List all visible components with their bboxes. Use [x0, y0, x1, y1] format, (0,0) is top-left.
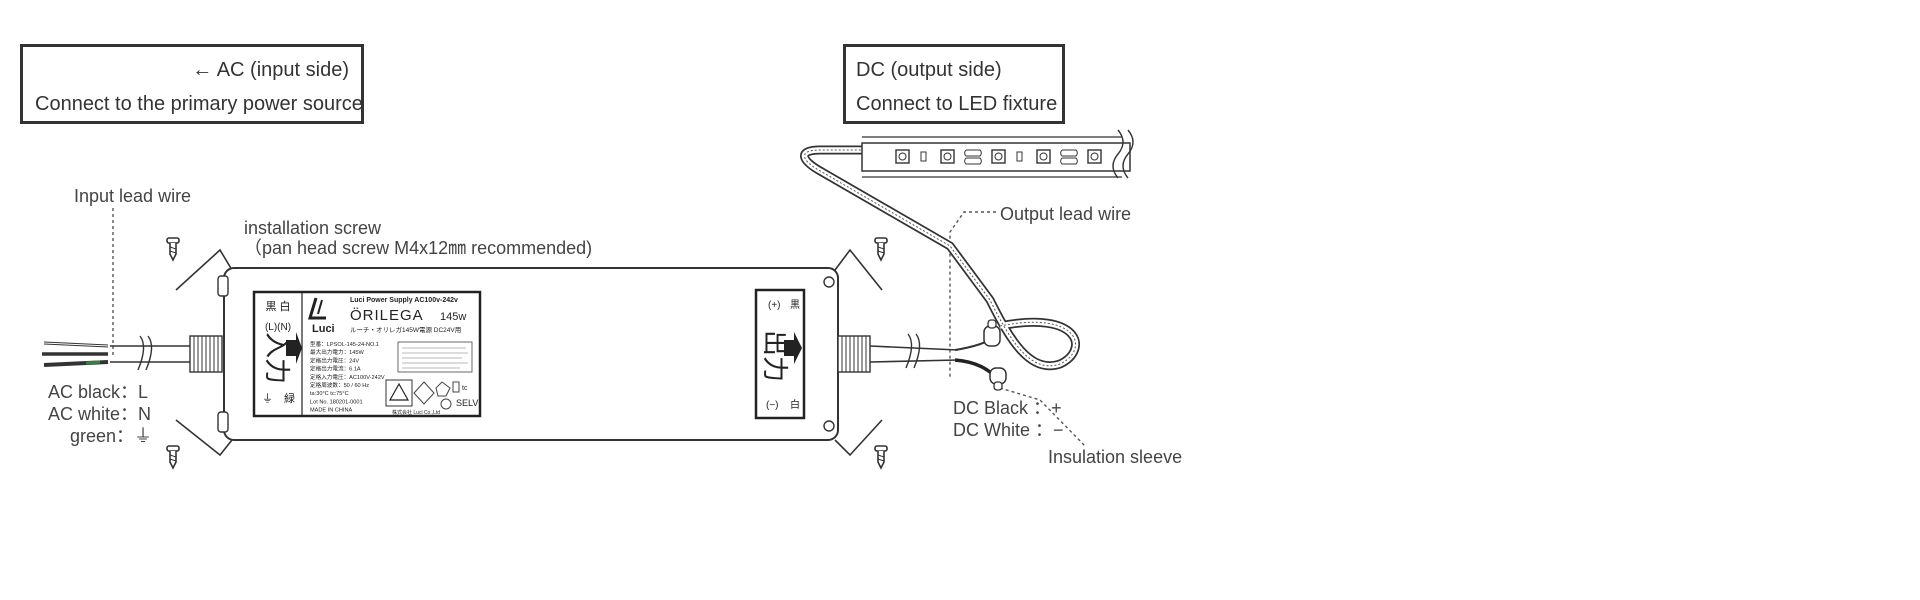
ac-box-description: Connect to the primary power source — [35, 93, 363, 115]
luci-logo-icon — [307, 297, 326, 320]
insulation-sleeve-leader-line — [999, 387, 1086, 447]
product-name: ÖRILEGA — [350, 306, 424, 324]
insulation-sleeve-label: Insulation sleeve — [1048, 447, 1183, 467]
solder-pad — [1060, 149, 1078, 165]
fuse-mark-icon — [452, 381, 460, 393]
mounting-bracket-bottom-left — [175, 419, 233, 457]
input-kanji: 入力 — [262, 332, 292, 384]
selv-mark: SELV — [456, 398, 478, 408]
output-label-plate: (+) 黒 出力 (−) 白 — [754, 288, 806, 420]
led-strip — [861, 129, 1134, 179]
mounting-bracket-top-left — [175, 248, 233, 291]
mounting-bracket-bottom-right — [834, 419, 883, 457]
ac-input-callout: ← AC (input side) Connect to the primary… — [20, 44, 364, 124]
spec-line: 定格入力電圧：AC100V-242V — [310, 373, 385, 381]
ac-box-title-text: AC (input side) — [216, 59, 349, 81]
input-ln-mark: (L)(N) — [265, 322, 291, 333]
insulation-sleeve-top — [983, 325, 1001, 347]
mounting-bracket-top-right — [834, 248, 883, 291]
output-lead-wire-label: Output lead wire — [1000, 204, 1132, 224]
ground-kanji: 緑 — [284, 391, 295, 405]
installation-screw-icon-bottom-right — [874, 445, 888, 469]
output-lead-wire — [800, 145, 1080, 371]
input-lead-wire-label: Input lead wire — [74, 186, 192, 206]
dc-white-label: DC White ：− — [953, 420, 1064, 440]
safety-notice-box — [397, 341, 473, 373]
ac-white-label: AC white：N — [48, 404, 152, 424]
spec-line: Lot No. 180201-0001 — [310, 399, 363, 405]
input-wire-colors: 黒 白 — [265, 299, 290, 313]
led-chip — [1087, 149, 1102, 164]
pse-mark-icon — [413, 381, 435, 405]
spec-list: 型番：LPSOL-145-24-NO.1最大出力電力：145W定格出力電圧：24… — [310, 340, 385, 414]
dc-output-callout: DC (output side) Connect to LED fixture — [843, 44, 1065, 124]
ground-green-label: green：⏚ — [70, 426, 153, 446]
spec-line: ta:30°C tc:75°C — [310, 391, 349, 397]
resistor-chip — [1016, 151, 1023, 162]
spec-line: 定格出力電流：6.1A — [310, 365, 361, 373]
label-header: Luci Power Supply AC100v-242v — [350, 297, 458, 304]
ground-symbol-icon: ⏚ — [262, 392, 273, 405]
screw-spec-label: （pan head screw M4x12㎜ recommended) — [244, 238, 593, 258]
output-white-kanji: 白 — [790, 398, 800, 411]
tc-mark-icon: tc — [462, 385, 468, 392]
maker-name: 株式会社 Luci Co.,Ltd — [392, 409, 440, 416]
led-chip — [991, 149, 1006, 164]
resistor-chip — [920, 151, 927, 162]
spec-line: MADE IN CHINA — [310, 408, 353, 414]
led-chip — [940, 149, 955, 164]
house-mark-icon — [435, 381, 451, 397]
output-black-kanji: 黒 — [790, 299, 800, 311]
output-arrow-icon — [784, 332, 802, 364]
dc-black-label: DC Black ：+ — [953, 398, 1062, 418]
device-label-plate: 黒 白 (L)(N) 入力 ⏚ 緑 Luci Luci Power Supply… — [252, 290, 482, 418]
safety-circle-icon — [440, 398, 452, 410]
dc-box-title: DC (output side) — [856, 59, 1002, 81]
ac-black-label: AC black：L — [48, 382, 149, 402]
installation-screw-icon-top-right — [874, 237, 888, 261]
ground-wire-green — [85, 360, 101, 365]
dc-box-description: Connect to LED fixture — [856, 93, 1058, 115]
spec-line: 定格出力電圧：24V — [310, 356, 359, 364]
ac-box-title: ← AC (input side) — [35, 53, 349, 87]
left-arrow-icon: ← — [192, 59, 213, 81]
installation-screw-icon-top-left — [166, 237, 180, 261]
output-lead-leader-line — [949, 211, 996, 378]
luci-brand-text: Luci — [312, 323, 335, 335]
solder-pad — [964, 149, 982, 165]
input-arrow-icon — [286, 332, 302, 364]
led-chip — [895, 149, 910, 164]
led-chip — [1036, 149, 1051, 164]
output-cable — [837, 319, 1007, 391]
product-wattage: 145w — [440, 311, 466, 323]
output-plus-mark: (+) — [768, 300, 781, 311]
spec-line: 型番：LPSOL-145-24-NO.1 — [310, 340, 379, 348]
warning-triangle-icon — [388, 382, 410, 401]
installation-screw-label: installation screw — [244, 218, 382, 238]
spec-line: 最大出力電力：145W — [310, 348, 364, 356]
spec-line: 定格周波数：50 / 60 Hz — [310, 381, 369, 389]
input-cable — [42, 335, 223, 373]
output-minus-mark: (−) — [766, 400, 779, 411]
installation-screw-icon-bottom-left — [166, 445, 180, 469]
product-subtitle: ルーチ・オリレガ145W電源 DC24V用 — [350, 325, 461, 334]
